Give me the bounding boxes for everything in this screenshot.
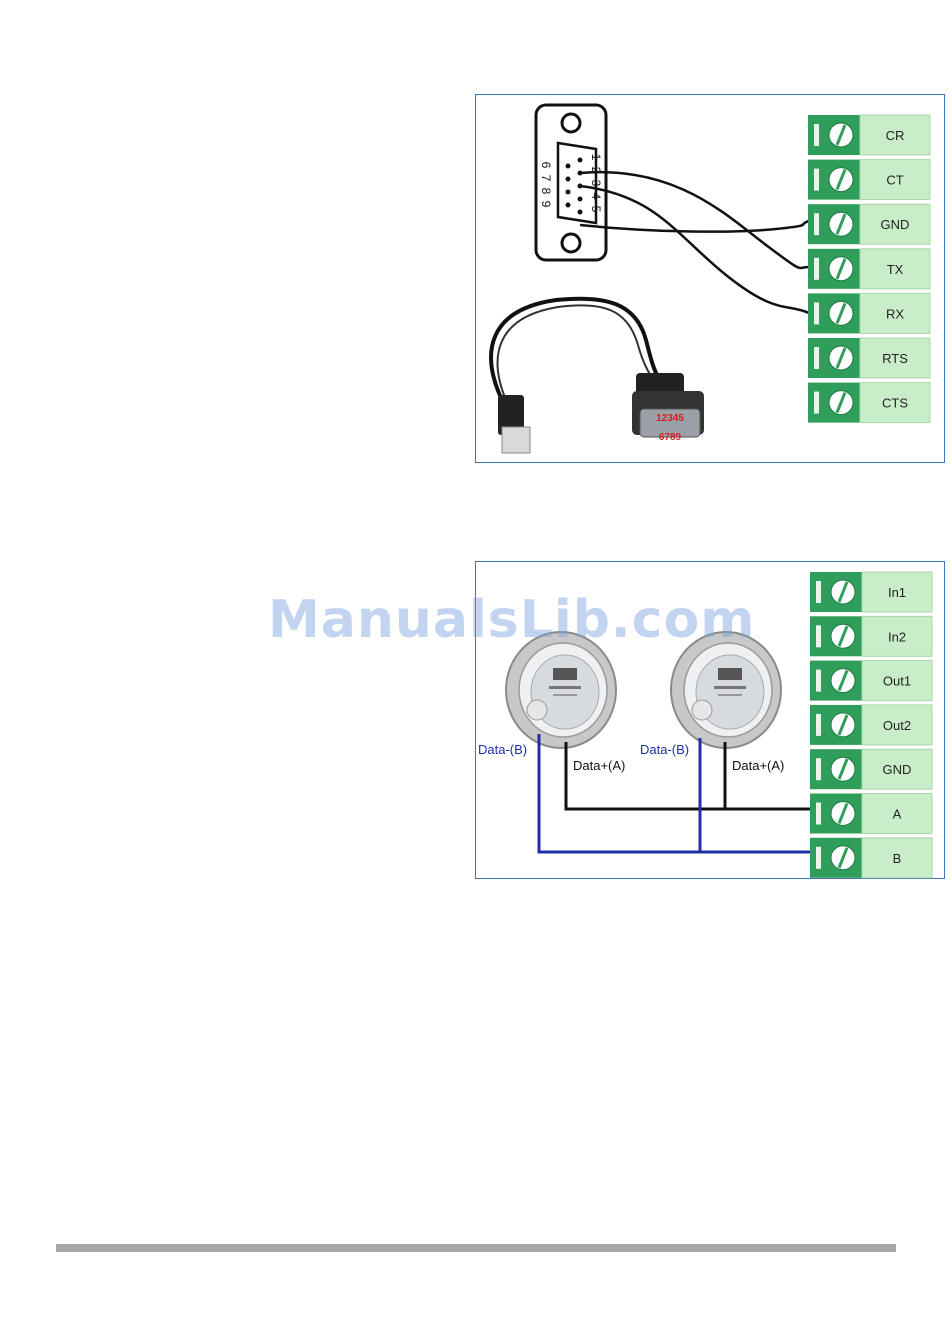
usb-plug-metal [502, 427, 530, 453]
rs485-terminal-label: GND [883, 762, 912, 777]
rs485-terminal-label: B [893, 851, 902, 866]
serial-terminal-label: RTS [882, 351, 908, 366]
rs485-terminal-label: Out1 [883, 674, 911, 689]
db9-pin-number: 8 [539, 188, 553, 195]
adapter-pin-numbers-top: 12345 [656, 413, 684, 424]
serial-terminal-ct: CT [808, 160, 930, 200]
db9-pin-number: 4 [589, 193, 603, 200]
meter2-data-minus-label: Data-(B) [640, 742, 689, 757]
usb-serial-cable: 12345 6789 [491, 299, 704, 453]
meter1-data-plus-label: Data+(A) [573, 758, 625, 773]
serial-terminal-label: RX [886, 306, 904, 321]
db9-connector: 12345 6789 [536, 105, 606, 260]
rs485-terminal-b: B [810, 838, 932, 878]
db9-pin-number: 9 [539, 201, 553, 208]
serial-terminal-label: CT [886, 173, 903, 188]
serial-terminal-gnd: GND [808, 204, 930, 244]
serial-terminal-label: GND [881, 217, 910, 232]
wire-pin3-to-rx [580, 186, 809, 313]
wire-pin2-to-tx [580, 172, 809, 268]
serial-terminal-rts: RTS [808, 338, 930, 378]
adapter-pin-numbers-bottom: 6789 [659, 432, 682, 443]
rs485-terminal-in1: In1 [810, 572, 932, 612]
serial-terminal-label: TX [887, 262, 904, 277]
serial-terminal-block: CR CT GND TX RX RTS CTS [808, 115, 930, 423]
db9-pin-number: 6 [539, 162, 553, 169]
serial-terminal-cts: CTS [808, 383, 930, 423]
db9-pin-number: 1 [589, 154, 603, 161]
watermark: ManualsLib.com [268, 590, 755, 650]
serial-terminal-label: CR [886, 128, 905, 143]
rs485-terminal-a: A [810, 794, 932, 834]
serial-terminal-rx: RX [808, 293, 930, 333]
db9-pin-number: 3 [589, 180, 603, 187]
footer-divider [56, 1244, 896, 1252]
rs485-terminal-in2: In2 [810, 616, 932, 656]
wire-pin5-to-gnd [580, 221, 809, 232]
db9-screw-top [562, 114, 580, 132]
rs485-terminal-label: In1 [888, 585, 906, 600]
db9-pin-number: 7 [539, 175, 553, 182]
meter2-data-plus-label: Data+(A) [732, 758, 784, 773]
rs485-terminal-label: Out2 [883, 718, 911, 733]
serial-terminal-tx: TX [808, 249, 930, 289]
rs485-terminal-gnd: GND [810, 749, 932, 789]
rs485-terminal-out2: Out2 [810, 705, 932, 745]
serial-wires [580, 172, 809, 313]
serial-terminal-label: CTS [882, 396, 908, 411]
rs485-terminal-label: In2 [888, 629, 906, 644]
rs485-terminal-label: A [893, 807, 902, 822]
serial-terminal-cr: CR [808, 115, 930, 155]
rs485-terminal-out1: Out1 [810, 661, 932, 701]
meter1-data-minus-label: Data-(B) [478, 742, 527, 757]
db9-pin-number: 5 [589, 206, 603, 213]
db9-screw-bottom [562, 234, 580, 252]
